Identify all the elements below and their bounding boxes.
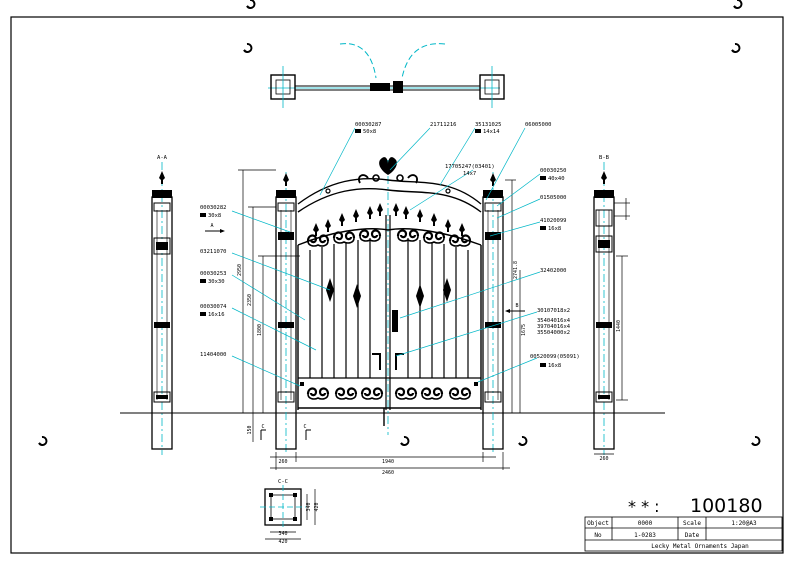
dim-bb-260: 260 — [599, 456, 608, 462]
section-markers: A B C C — [205, 223, 525, 440]
section-cc-view: C-C 340 420 340 420 — [260, 479, 320, 545]
callout-labels: 00030287 50x8 21711216 35131025 14x14 06… — [200, 122, 580, 369]
callout-01505000: 01505000 — [540, 195, 567, 201]
dim-2741: 2741.8 — [513, 261, 519, 279]
label-scale: Scale — [683, 520, 701, 527]
section-aa-view: A-A — [146, 155, 180, 455]
callout-size-30x8: 30x8 — [208, 213, 221, 219]
callout-size-14x7: 14x7 — [463, 171, 476, 177]
dim-1675: 1675 — [521, 324, 527, 336]
dim-260: 260 — [278, 459, 287, 465]
callout-11404000: 11404000 — [200, 352, 227, 358]
drawing-number: 100180 — [690, 495, 763, 517]
value-no: 1-0283 — [634, 532, 656, 539]
dim-2460: 2460 — [382, 470, 394, 476]
callout-21711216: 21711216 — [430, 122, 457, 128]
callout-size-50x8: 50x8 — [363, 129, 376, 135]
callout-17705247: 17705247(03401) — [445, 164, 495, 170]
marker-c-right: C — [303, 424, 306, 430]
dim-cc-420: 420 — [278, 539, 287, 545]
dim-1800: 1800 — [257, 324, 263, 336]
callout-03211070: 03211070 — [200, 249, 227, 255]
dim-150: 150 — [247, 425, 253, 434]
value-object: 0000 — [638, 520, 653, 527]
callout-size-16x16: 16x16 — [208, 312, 225, 318]
callout-00520099: 00520099(05091) — [530, 354, 580, 360]
marker-a: A — [210, 223, 213, 229]
callout-size-16x8-b: 16x8 — [548, 363, 561, 369]
dim-cc-420v: 420 — [314, 502, 320, 511]
callout-00030074: 00030074 — [200, 304, 227, 310]
callout-35404016x4: 35404016x4 — [537, 318, 571, 324]
section-aa-label: A-A — [157, 155, 168, 161]
label-no: No — [594, 532, 602, 539]
plan-view — [268, 43, 505, 108]
dim-2350: 2350 — [247, 294, 253, 306]
callout-35504000x2: 35504000x2 — [537, 330, 570, 336]
title-block: * * : 100180 Object 0000 Scale 1:20@A3 N… — [584, 495, 783, 552]
drawing-stars: * * : — [628, 497, 660, 516]
dim-cc-340v: 340 — [306, 502, 312, 511]
callout-swatch — [355, 129, 361, 133]
company-name: Lecky Metal Ornaments Japan — [651, 543, 749, 550]
callout-35131025: 35131025 — [475, 122, 502, 128]
dim-2950: 2950 — [237, 264, 243, 276]
callout-30107018x2: 30107018x2 — [537, 308, 570, 314]
value-scale: 1:20@A3 — [731, 520, 757, 527]
label-object: Object — [587, 520, 609, 527]
callout-size-40x40: 40x40 — [548, 176, 565, 182]
marker-c-left: C — [261, 424, 264, 430]
callout-00030250: 00030250 — [540, 168, 567, 174]
callout-size-16x8-a: 16x8 — [548, 226, 561, 232]
section-bb-view: B-B 1440 260 — [588, 155, 630, 462]
section-bb-label: B-B — [599, 155, 610, 161]
callout-06005000: 06005000 — [525, 122, 552, 128]
callout-00030287: 00030287 — [355, 122, 382, 128]
callout-41020099: 41020099 — [540, 218, 567, 224]
callout-00030253: 00030253 — [200, 271, 227, 277]
callout-39704016x4: 39704016x4 — [537, 324, 571, 330]
dim-bb-1440: 1440 — [616, 320, 622, 332]
front-elevation — [120, 157, 665, 452]
leader-lines — [231, 127, 541, 387]
section-cc-label: C-C — [278, 479, 288, 485]
label-date: Date — [685, 532, 700, 539]
dim-cc-340: 340 — [278, 531, 287, 537]
drawing-border — [10, 16, 784, 554]
front-dimensions — [238, 169, 521, 470]
callout-00030282: 00030282 — [200, 205, 227, 211]
dim-1940: 1940 — [382, 459, 394, 465]
callout-size-14x14: 14x14 — [483, 129, 500, 135]
callout-32402000: 32402000 — [540, 268, 567, 274]
marker-b: B — [515, 303, 518, 309]
callout-size-30x30: 30x30 — [208, 279, 225, 285]
